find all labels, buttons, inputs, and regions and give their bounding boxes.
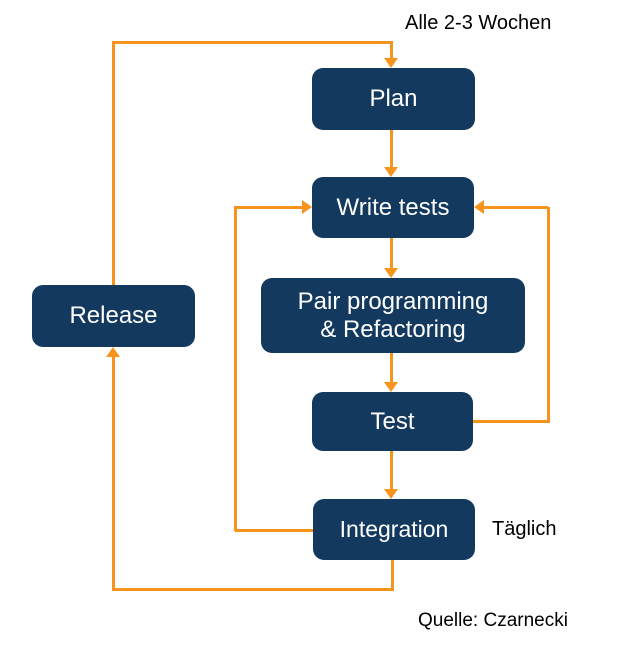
node-release-label: Release (69, 302, 158, 330)
node-release: Release (32, 285, 195, 347)
arrowhead-into-write-tests-left (302, 200, 312, 214)
connector-test-to-integration (390, 451, 393, 490)
arrowhead-into-release-bottom (106, 347, 120, 357)
connector-test-loop-vertical (547, 207, 550, 422)
connector-up-to-release (112, 357, 115, 591)
arrowhead-into-pair-top (384, 268, 398, 278)
arrowhead-into-write-tests-top (384, 167, 398, 177)
arrowhead-into-plan-top (384, 58, 398, 68)
node-plan: Plan (312, 68, 475, 130)
arrowhead-into-integration-top (384, 489, 398, 499)
connector-test-right (473, 420, 550, 423)
node-test: Test (312, 392, 473, 451)
connector-daily-loop-top (234, 206, 302, 209)
node-plan-label: Plan (369, 85, 418, 113)
node-test-label: Test (370, 407, 415, 435)
node-integration-label: Integration (339, 516, 449, 543)
daily-frequency-label: Täglich (492, 518, 557, 540)
source-credit-label: Quelle: Czarnecki (418, 610, 568, 631)
arrowhead-into-write-tests-right (474, 200, 484, 214)
arrowhead-into-test-top (384, 382, 398, 392)
connector-daily-loop-vertical (234, 207, 237, 531)
connector-integration-down (391, 560, 394, 591)
connector-bottom-horizontal (112, 588, 394, 591)
connector-test-loop-top (484, 206, 548, 209)
cycle-frequency-label: Alle 2-3 Wochen (405, 12, 552, 34)
connector-release-up (112, 41, 115, 285)
connector-down-to-plan (390, 41, 393, 60)
node-integration: Integration (313, 499, 475, 560)
connector-plan-to-write-tests (390, 130, 393, 168)
connector-top-horizontal (112, 41, 393, 44)
node-write-tests: Write tests (312, 177, 474, 238)
node-write-tests-label: Write tests (336, 193, 450, 221)
node-pair-programming-refactoring: Pair programming & Refactoring (261, 278, 525, 353)
connector-integration-left (235, 529, 313, 532)
connector-write-tests-to-pair (390, 238, 393, 269)
node-pair-programming-refactoring-label: Pair programming & Refactoring (297, 287, 489, 343)
connector-pair-to-test (390, 353, 393, 383)
